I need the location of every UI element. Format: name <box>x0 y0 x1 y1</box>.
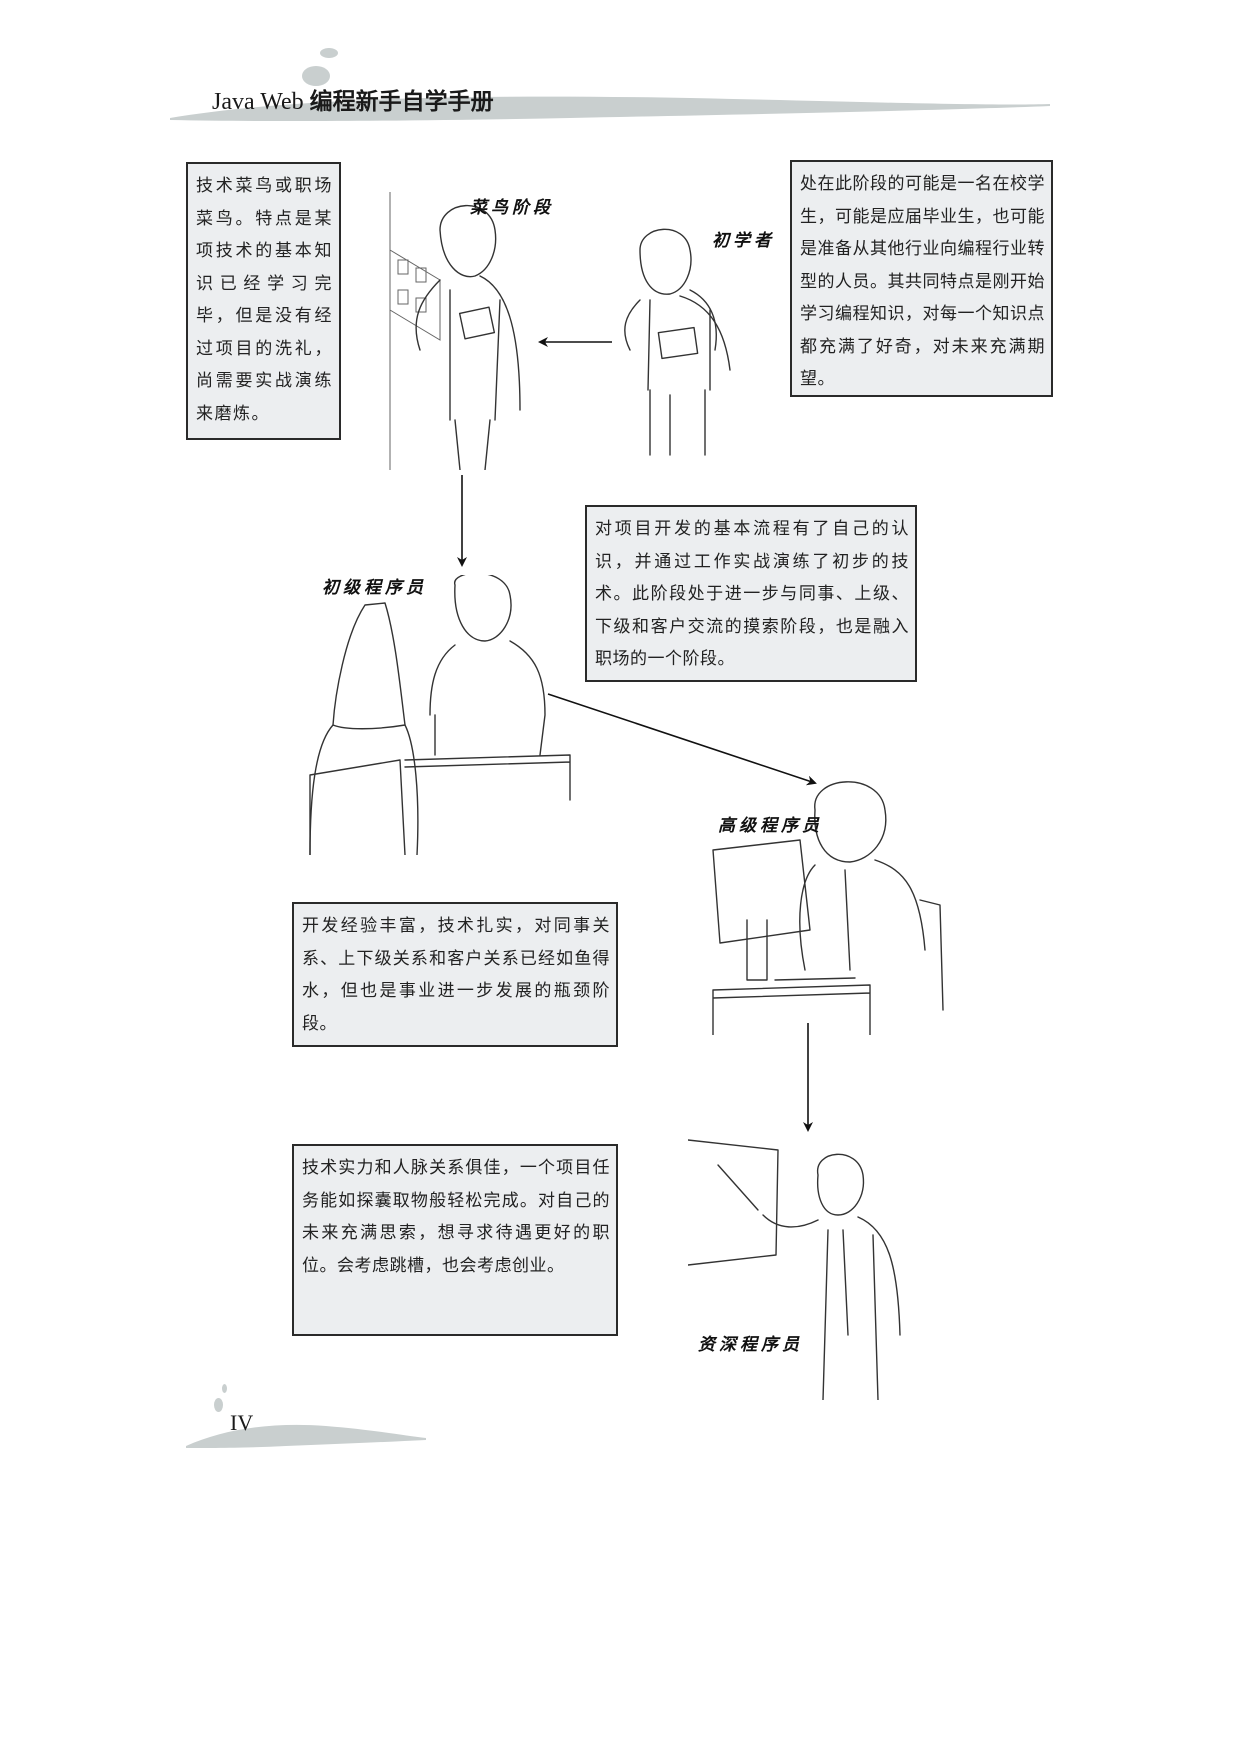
beginner-illustration <box>624 228 731 456</box>
junior-illustration <box>309 575 571 855</box>
stage-label-senior: 高级程序员 <box>718 816 823 836</box>
page-number: IV <box>230 1410 254 1435</box>
header-decoration-dot <box>302 66 330 86</box>
stage-label-beginner: 初学者 <box>712 231 775 251</box>
footer-decoration-dot <box>222 1384 227 1393</box>
footer-decoration-dot <box>214 1398 223 1412</box>
veteran-illustration <box>688 1139 901 1400</box>
junior-description-box: 对项目开发的基本流程有了自己的认识，并通过工作实战演练了初步的技术。此阶段处于进… <box>585 505 917 682</box>
header-decoration-dot <box>320 48 338 58</box>
header-swoosh-decoration <box>170 96 1050 122</box>
stage-label-junior: 初级程序员 <box>322 578 427 598</box>
beginner-description-box: 处在此阶段的可能是一名在校学生，可能是应届毕业生，也可能是准备从其他行业向编程行… <box>790 160 1053 397</box>
senior-illustration <box>712 781 944 1035</box>
novice-description-box: 技术菜鸟或职场菜鸟。特点是某项技术的基本知识已经学习完毕，但是没有经过项目的洗礼… <box>186 162 341 440</box>
book-title-cn: 编程新手自学手册 <box>309 89 494 115</box>
stage-label-novice: 菜鸟阶段 <box>470 198 554 218</box>
footer-swoosh-decoration <box>186 1424 426 1448</box>
novice-illustration <box>389 192 521 470</box>
stage-label-veteran: 资深程序员 <box>698 1335 803 1355</box>
senior-description-box: 开发经验丰富，技术扎实，对同事关系、上下级关系和客户关系已经如鱼得水，但也是事业… <box>292 902 618 1047</box>
veteran-description-box: 技术实力和人脉关系俱佳，一个项目任务能如探囊取物般轻松完成。对自己的未来充满思索… <box>292 1144 618 1336</box>
book-title-en: Java Web <box>212 89 304 115</box>
